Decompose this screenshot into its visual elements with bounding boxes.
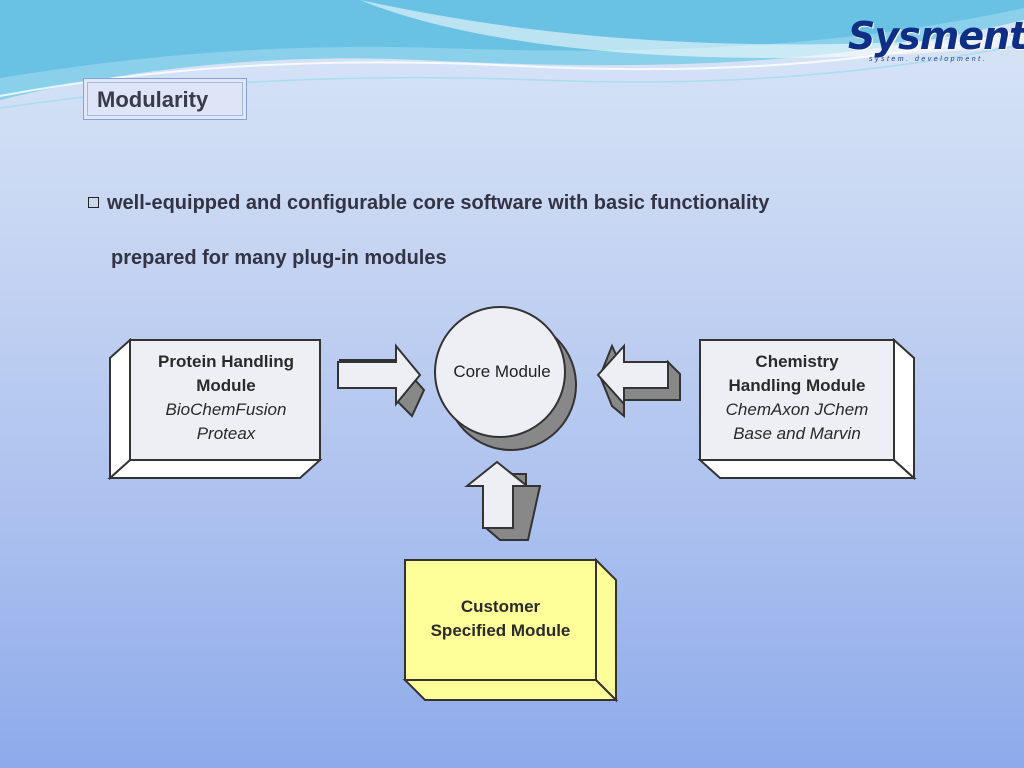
bullet-text-1: well-equipped and configurable core soft…	[107, 192, 770, 214]
protein-title-line1: Protein Handling	[158, 352, 294, 371]
chemistry-title-line2: Handling Module	[728, 376, 866, 395]
chemistry-title-line1: Chemistry	[755, 352, 839, 371]
bullet-line-1: well-equipped and configurable core soft…	[88, 192, 769, 215]
checkbox-bullet-icon	[88, 197, 99, 208]
logo-name: Sysment	[848, 14, 1024, 58]
customer-module-box	[402, 557, 619, 703]
core-module-label: Core Module	[453, 362, 551, 381]
customer-title-line1: Customer	[460, 597, 541, 616]
arrow-customer-to-core	[464, 460, 542, 541]
protein-title-line2: Module	[196, 376, 256, 395]
protein-sub-line2: Proteax	[196, 424, 256, 443]
chemistry-module-box	[697, 337, 917, 481]
sysment-logo: Sysment system. development.	[848, 14, 1024, 63]
slide-title: Modularity	[87, 82, 243, 116]
header-waves	[0, 0, 1024, 109]
protein-module-box	[107, 337, 323, 481]
chemistry-module-text: Chemistry Handling Module ChemAxon JChem…	[700, 350, 894, 446]
customer-module-text: Customer Specified Module	[405, 595, 596, 643]
chemistry-sub-line2: Base and Marvin	[733, 424, 861, 443]
slide-title-box: Modularity	[83, 78, 247, 120]
arrow-protein-to-core	[337, 343, 426, 418]
logo-tagline: system. development.	[868, 56, 988, 63]
customer-title-line2: Specified Module	[430, 621, 571, 640]
protein-sub-line1: BioChemFusion	[165, 400, 287, 419]
bullet-line-2: prepared for many plug-in modules	[111, 247, 447, 269]
chemistry-sub-line1: ChemAxon JChem	[725, 400, 869, 419]
protein-module-text: Protein Handling Module BioChemFusion Pr…	[133, 350, 319, 446]
core-module-circle	[434, 306, 577, 451]
arrow-chemistry-to-core	[596, 343, 681, 419]
